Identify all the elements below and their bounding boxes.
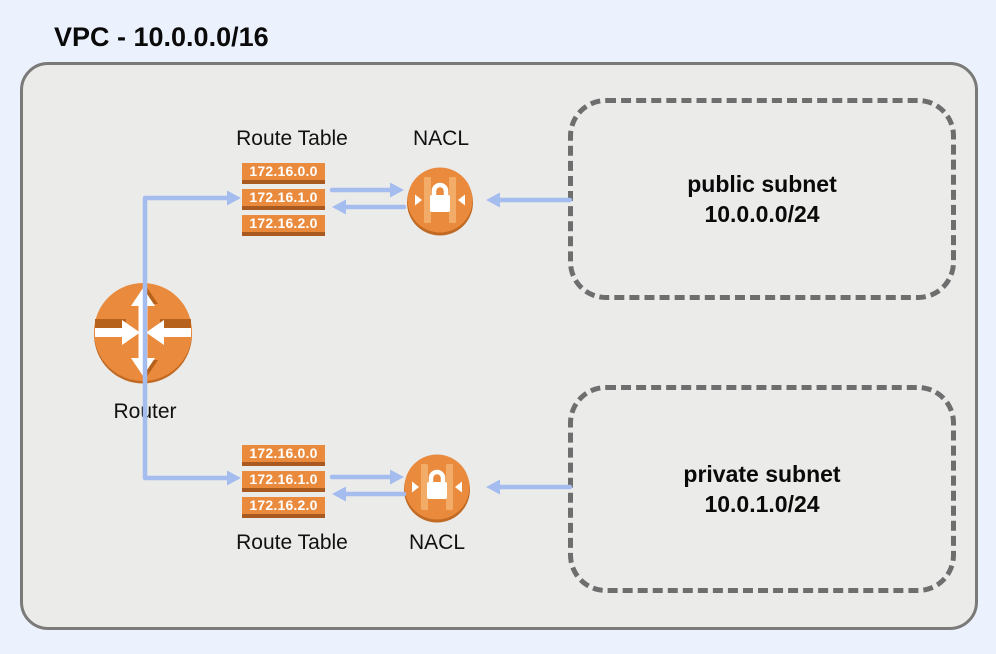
nacl-top-label: NACL xyxy=(412,127,470,150)
route-entry: 172.16.1.0 xyxy=(242,471,325,492)
nacl-bottom-label: NACL xyxy=(408,531,466,554)
route-table-top: 172.16.0.0 172.16.1.0 172.16.2.0 xyxy=(242,163,325,241)
vpc-title: VPC - 10.0.0.0/16 xyxy=(54,22,269,52)
public-subnet-name: public subnet xyxy=(687,171,837,197)
public-subnet-cidr: 10.0.0.0/24 xyxy=(704,201,820,227)
private-subnet-cidr: 10.0.1.0/24 xyxy=(704,491,820,517)
route-entry: 172.16.0.0 xyxy=(242,445,325,466)
private-subnet-box: private subnet 10.0.1.0/24 xyxy=(568,385,956,593)
route-entry: 172.16.0.0 xyxy=(242,163,325,184)
route-table-bottom-label: Route Table xyxy=(236,531,348,554)
route-entry: 172.16.2.0 xyxy=(242,497,325,518)
route-entry: 172.16.1.0 xyxy=(242,189,325,210)
route-table-bottom: 172.16.0.0 172.16.1.0 172.16.2.0 xyxy=(242,445,325,523)
router-label: Router xyxy=(113,400,177,423)
route-entry: 172.16.2.0 xyxy=(242,215,325,236)
private-subnet-name: private subnet xyxy=(683,461,841,487)
public-subnet-box: public subnet 10.0.0.0/24 xyxy=(568,98,956,300)
route-table-top-label: Route Table xyxy=(236,127,348,150)
